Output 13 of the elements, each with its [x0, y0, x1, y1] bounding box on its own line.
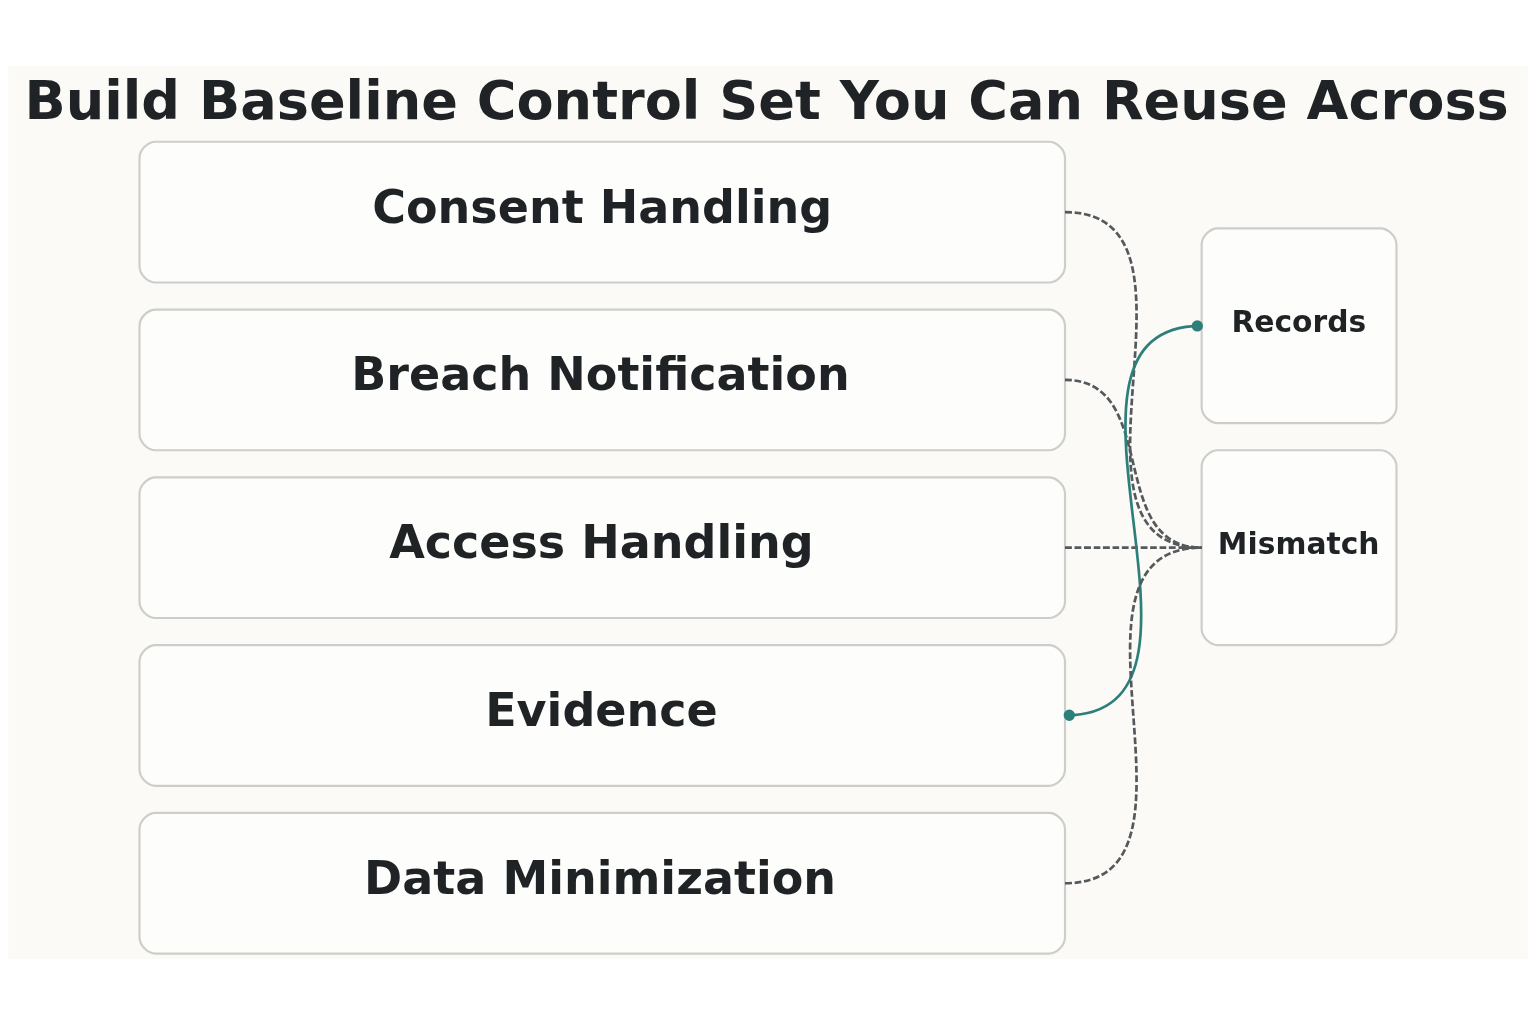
diagram-title: Build Baseline Control Set You Can Reuse Across	[24, 68, 1509, 132]
connector	[1064, 545, 1202, 885]
connector	[1064, 210, 1202, 549]
node-box: Mismatch	[1200, 448, 1398, 646]
connector	[1064, 378, 1202, 549]
node-box: Evidence	[138, 643, 1067, 787]
node-box: Consent Handling	[138, 140, 1067, 284]
node-box: Access Handling	[138, 475, 1067, 619]
node-box: Data Minimization	[138, 811, 1067, 955]
node-box: Records	[1200, 226, 1398, 424]
node-box: Breach Notification	[138, 307, 1067, 451]
connector	[1065, 545, 1202, 549]
connector	[1063, 319, 1203, 721]
